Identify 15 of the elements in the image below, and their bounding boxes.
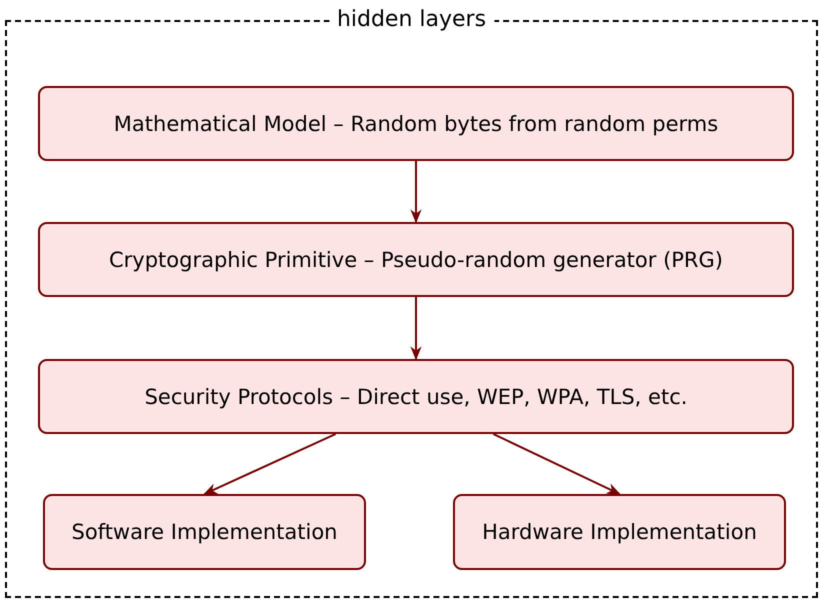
arrow bbox=[203, 433, 336, 495]
process-box bbox=[43, 494, 366, 570]
process-box bbox=[453, 494, 786, 570]
box-label: Cryptographic Primitive – Pseudo-random generator (PRG) bbox=[108, 248, 723, 272]
arrow bbox=[492, 433, 621, 495]
box-label: Hardware Implementation bbox=[482, 520, 757, 544]
process-box bbox=[38, 86, 794, 161]
group-title: hidden layers bbox=[328, 7, 494, 32]
process-box bbox=[38, 222, 794, 297]
box-label: Software Implementation bbox=[72, 520, 338, 544]
box-label: Mathematical Model – Random bytes from random perms bbox=[114, 112, 718, 136]
arrow bbox=[410, 161, 422, 224]
process-box bbox=[38, 359, 794, 434]
box-label: Security Protocols – Direct use, WEP, WPA, TLS, etc. bbox=[144, 384, 688, 408]
arrow bbox=[410, 297, 422, 360]
